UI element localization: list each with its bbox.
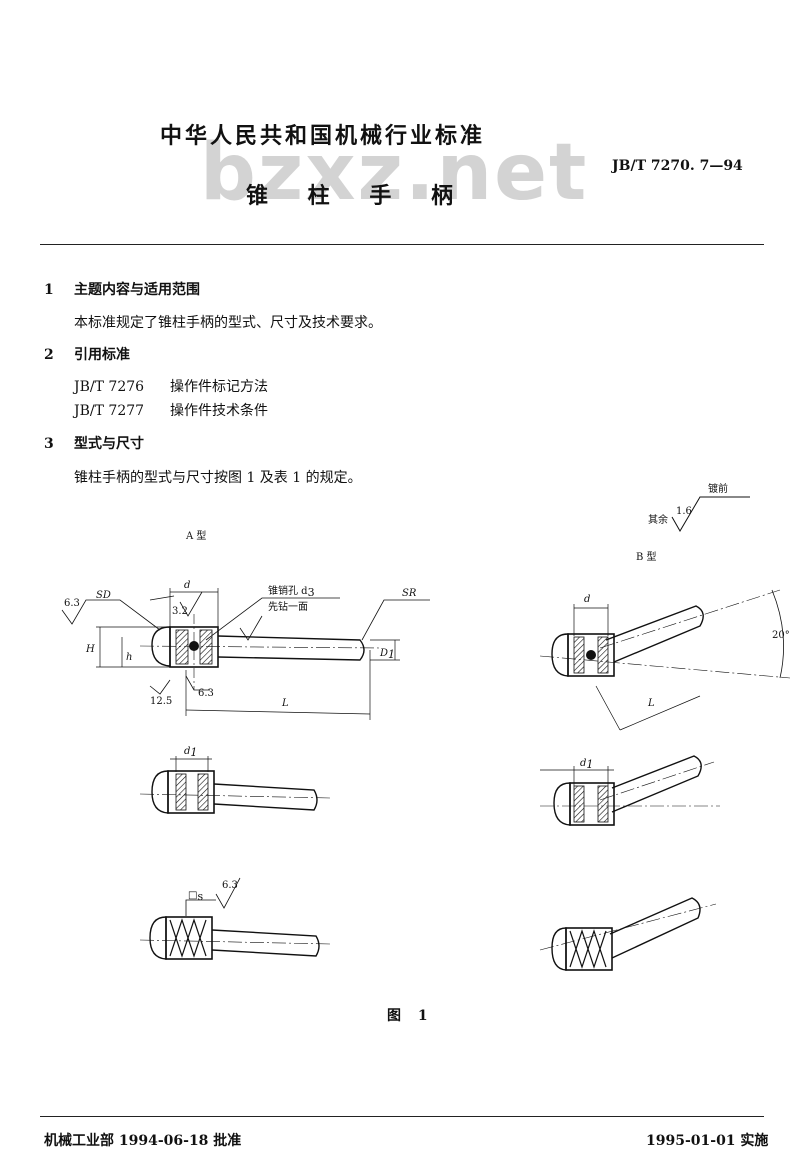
label-drill-note: 先钻一面 — [268, 600, 308, 613]
reference-id: JB/T 7276 — [74, 379, 145, 395]
section-number: 2 — [44, 347, 54, 363]
label-h-lower: h — [126, 652, 132, 663]
organization-title: 中华人民共和国机械行业标准 — [160, 123, 486, 149]
section-heading-text: 主题内容与适用范围 — [74, 282, 200, 298]
section-number: 1 — [44, 282, 54, 298]
label-length-a: L — [281, 698, 289, 709]
label-angle: 20° — [772, 630, 790, 641]
type-b-view-2 — [540, 755, 720, 826]
label-roughness-63-lower: 6.3 — [198, 688, 214, 699]
type-b-main-view — [539, 589, 791, 731]
label-sd: SD — [96, 590, 111, 601]
type-a-main-view — [61, 588, 430, 720]
plating-label: 镀前 — [708, 482, 728, 495]
reference-name: 操作件技术条件 — [170, 403, 268, 419]
reference-item: JB/T 7277 操作件技术条件 — [74, 400, 268, 420]
implementation-note: 1995-01-01 实施 — [646, 1133, 769, 1149]
type-a-view-2 — [139, 756, 331, 814]
rest-label: 其余 — [648, 513, 668, 526]
approval-note: 机械工业部 1994-06-18 批准 — [44, 1133, 242, 1149]
reference-item: JB/T 7276 操作件标记方法 — [74, 376, 268, 396]
type-a-label: A 型 — [185, 529, 206, 542]
section-number: 3 — [44, 436, 54, 452]
reference-name: 操作件标记方法 — [170, 379, 268, 395]
label-roughness-63-c: 6.3 — [222, 880, 238, 891]
label-d1-b: d1 — [580, 758, 593, 771]
standard-code: JB/T 7270. 7—94 — [612, 158, 743, 174]
header-divider — [40, 244, 764, 245]
figure-caption: 图 1 — [387, 1008, 434, 1024]
reference-id: JB/T 7277 — [74, 403, 145, 419]
document-title: 锥 柱 手 柄 — [246, 183, 469, 209]
label-pin-hole: 锥销孔 d3 — [268, 584, 315, 599]
label-h-upper: H — [85, 644, 95, 655]
label-roughness-63: 6.3 — [64, 598, 80, 609]
type-a-view-3 — [139, 877, 331, 960]
label-roughness-32: 3.2 — [172, 606, 188, 617]
section-heading-text: 型式与尺寸 — [74, 436, 144, 452]
label-d: d — [184, 580, 190, 591]
rest-roughness: 1.6 — [676, 506, 692, 517]
label-length-b: L — [647, 698, 655, 709]
section-3-heading: 3 型式与尺寸 — [44, 433, 144, 453]
label-d-b: d — [584, 594, 590, 605]
roughness-symbol — [671, 496, 750, 532]
section-heading-text: 引用标准 — [74, 347, 130, 363]
label-roughness-125: 12.5 — [150, 696, 172, 707]
watermark: bzxz.net — [200, 128, 589, 218]
section-1-text: 本标准规定了锥柱手柄的型式、尺寸及技术要求。 — [74, 315, 382, 331]
type-b-view-3 — [539, 897, 717, 971]
label-d1-a: d1 — [184, 746, 197, 759]
label-d1-diameter: D1 — [379, 648, 395, 661]
section-2-heading: 2 引用标准 — [44, 344, 130, 364]
label-square-size: □s — [188, 890, 203, 903]
label-sr: SR — [402, 588, 417, 599]
section-1-heading: 1 主题内容与适用范围 — [44, 279, 200, 299]
footer-divider — [40, 1116, 764, 1117]
section-3-text: 锥柱手柄的型式与尺寸按图 1 及表 1 的规定。 — [74, 470, 362, 486]
type-b-label: B 型 — [636, 550, 657, 563]
